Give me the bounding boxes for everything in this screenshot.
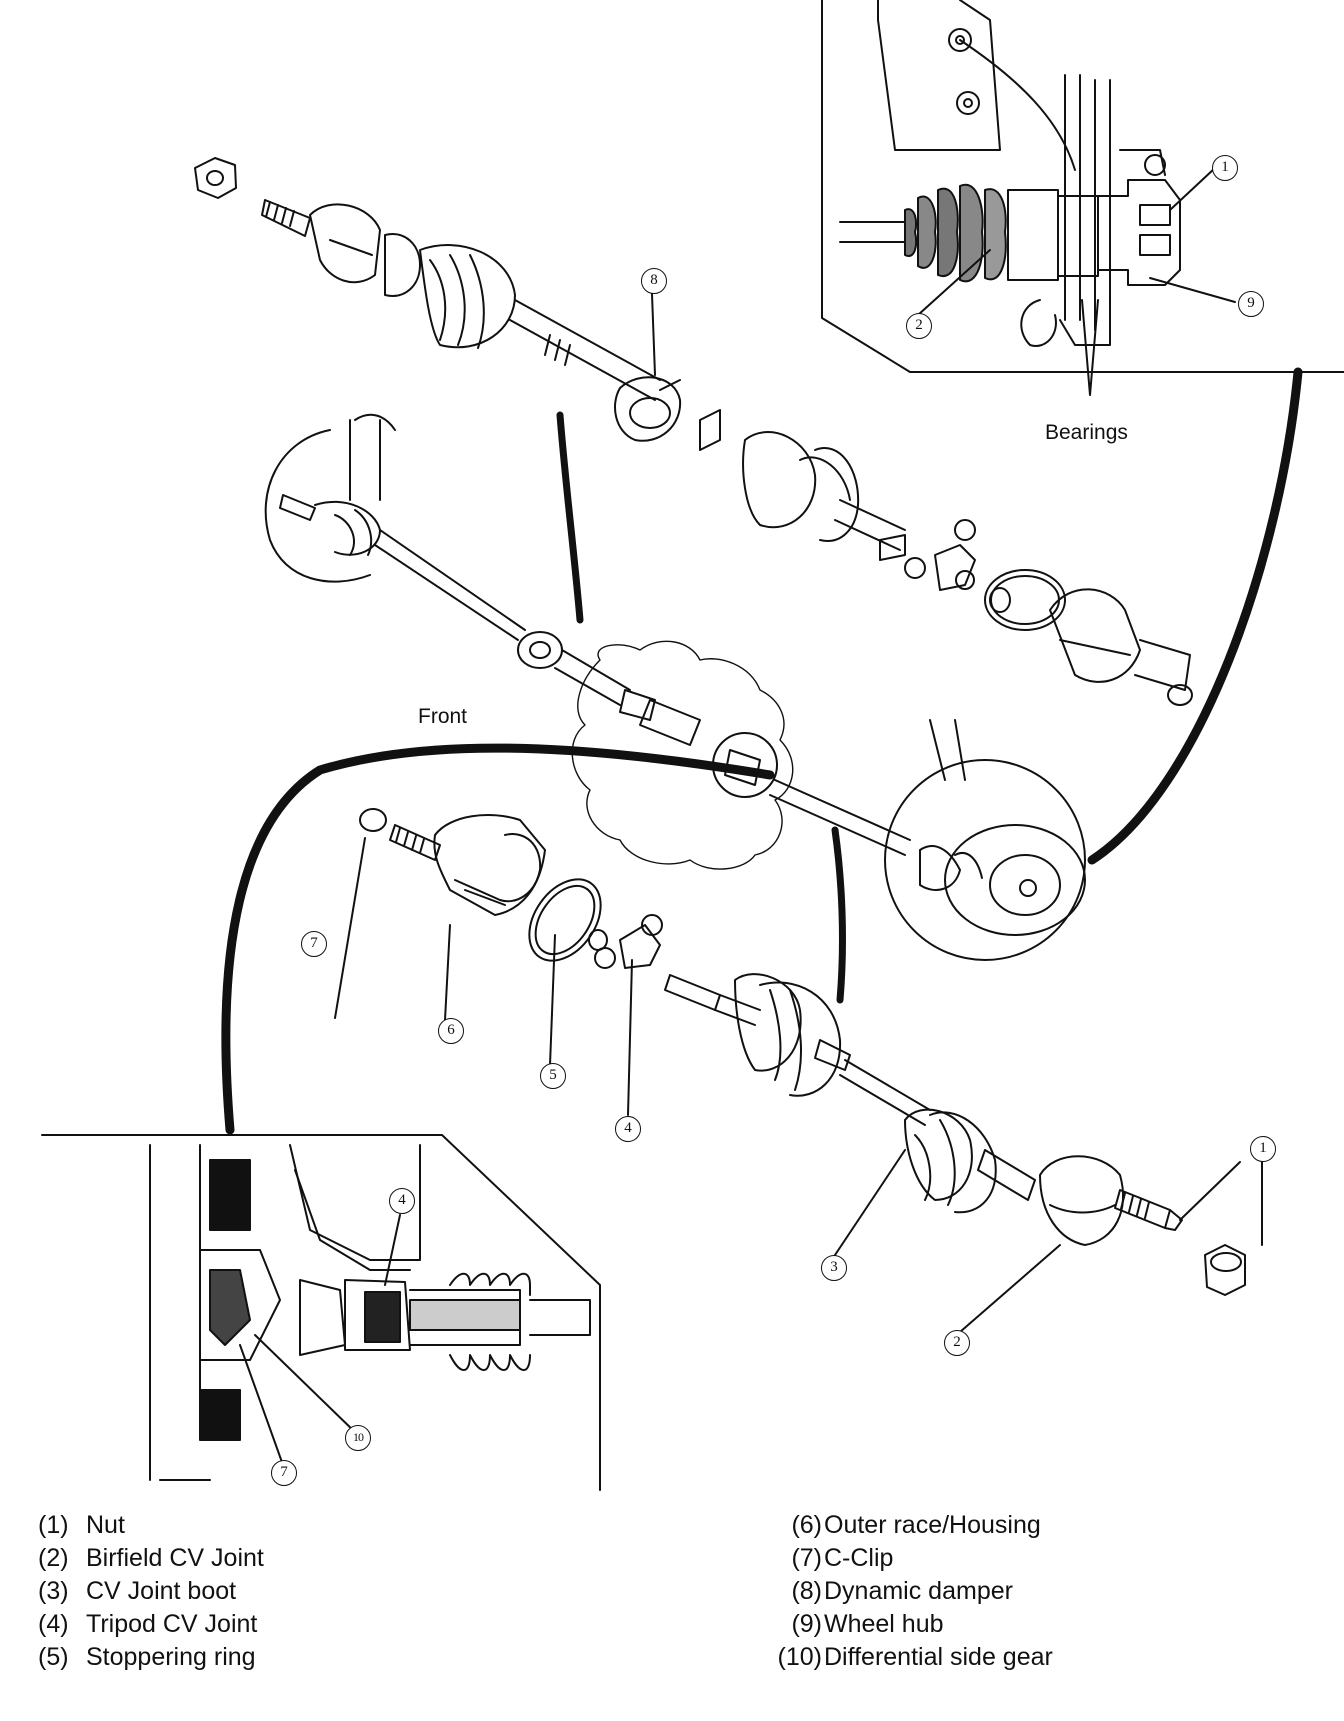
legend-right: (6)Outer race/Housing (7)C-Clip (8)Dynam…	[770, 1509, 1053, 1674]
callout-1-inset: 1	[1212, 155, 1238, 181]
callout-7-inset: 7	[271, 1460, 297, 1486]
upper-shaft-assembly	[194, 157, 1193, 706]
callout-2-inset: 2	[906, 313, 932, 339]
legend-item: (6)Outer race/Housing	[791, 1511, 1041, 1539]
legend-item: (7)C-Clip	[791, 1544, 894, 1572]
callout-5: 5	[540, 1063, 566, 1089]
callout-4-main: 4	[615, 1116, 641, 1142]
legend-item: (1)Nut	[38, 1511, 125, 1539]
legend-item: (5)Stoppering ring	[38, 1643, 256, 1671]
differential-inset	[41, 1134, 601, 1491]
legend-item: (4)Tripod CV Joint	[38, 1610, 258, 1638]
callout-4-inset: 4	[389, 1188, 415, 1214]
bearings-label: Bearings	[1045, 421, 1128, 444]
legend-item: (8)Dynamic damper	[791, 1577, 1013, 1605]
legend-item: (3)CV Joint boot	[38, 1577, 237, 1605]
callout-10: 10	[345, 1425, 371, 1451]
front-label: Front	[418, 705, 468, 728]
callout-6: 6	[438, 1018, 464, 1044]
callout-8: 8	[641, 268, 667, 294]
assembled-shaft	[264, 413, 1086, 961]
legend-item: (2)Birfield CV Joint	[38, 1544, 264, 1572]
legend-item: (10)Differential side gear	[777, 1643, 1053, 1671]
legend-left: (1)Nut (2)Birfield CV Joint (3)CV Joint …	[38, 1509, 264, 1674]
hub-inset	[821, 0, 1344, 396]
callout-9: 9	[1238, 291, 1264, 317]
legend-item: (9)Wheel hub	[791, 1610, 944, 1638]
callout-7-main: 7	[301, 931, 327, 957]
callout-2-main: 2	[944, 1330, 970, 1356]
lower-shaft-assembly	[359, 808, 1246, 1296]
callout-3: 3	[821, 1255, 847, 1281]
callout-1-main: 1	[1250, 1136, 1276, 1162]
